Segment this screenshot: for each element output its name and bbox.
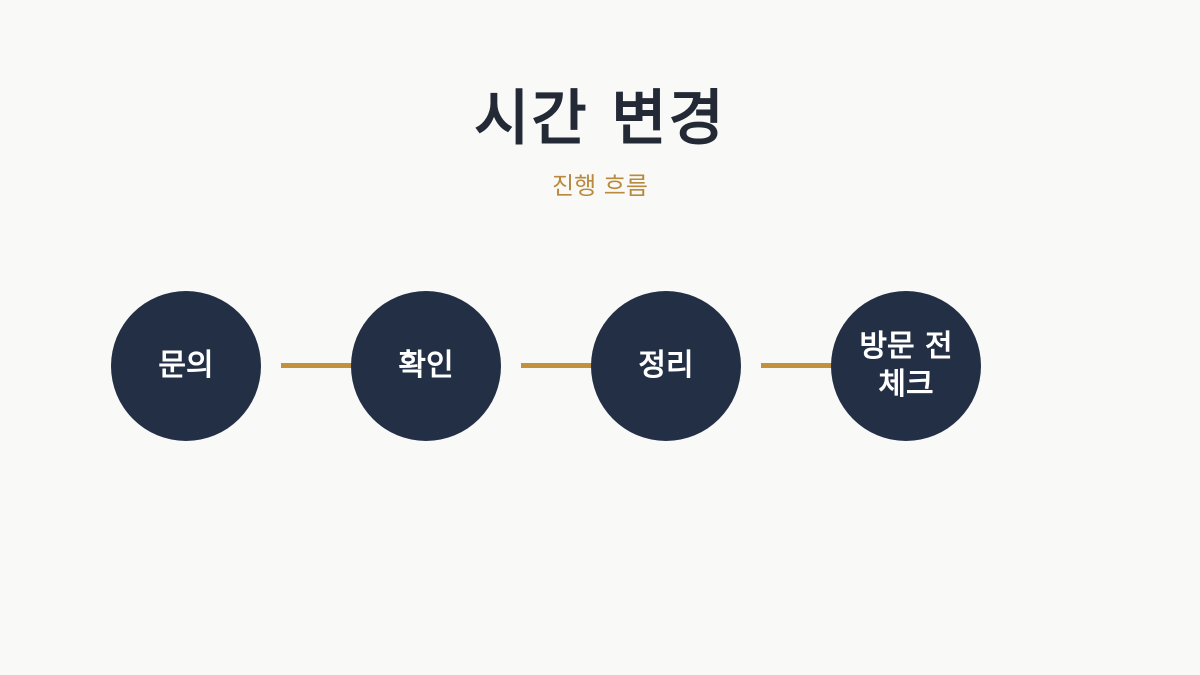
connector-3-4: [761, 363, 832, 368]
step-3-circle: 정리: [591, 291, 741, 441]
step-2-label: 확인: [398, 348, 454, 383]
step-4-circle: 방문 전 체크: [831, 291, 981, 441]
step-1-circle: 문의: [111, 291, 261, 441]
step-4-label: 방문 전 체크: [859, 329, 953, 402]
connector-2-3: [521, 363, 592, 368]
page-title: 시간 변경: [474, 84, 726, 154]
step-2-circle: 확인: [351, 291, 501, 441]
step-1-label: 문의: [158, 348, 214, 383]
page-subtitle: 진행 흐름: [552, 172, 648, 200]
connector-1-2: [281, 363, 352, 368]
step-3-label: 정리: [638, 348, 694, 383]
